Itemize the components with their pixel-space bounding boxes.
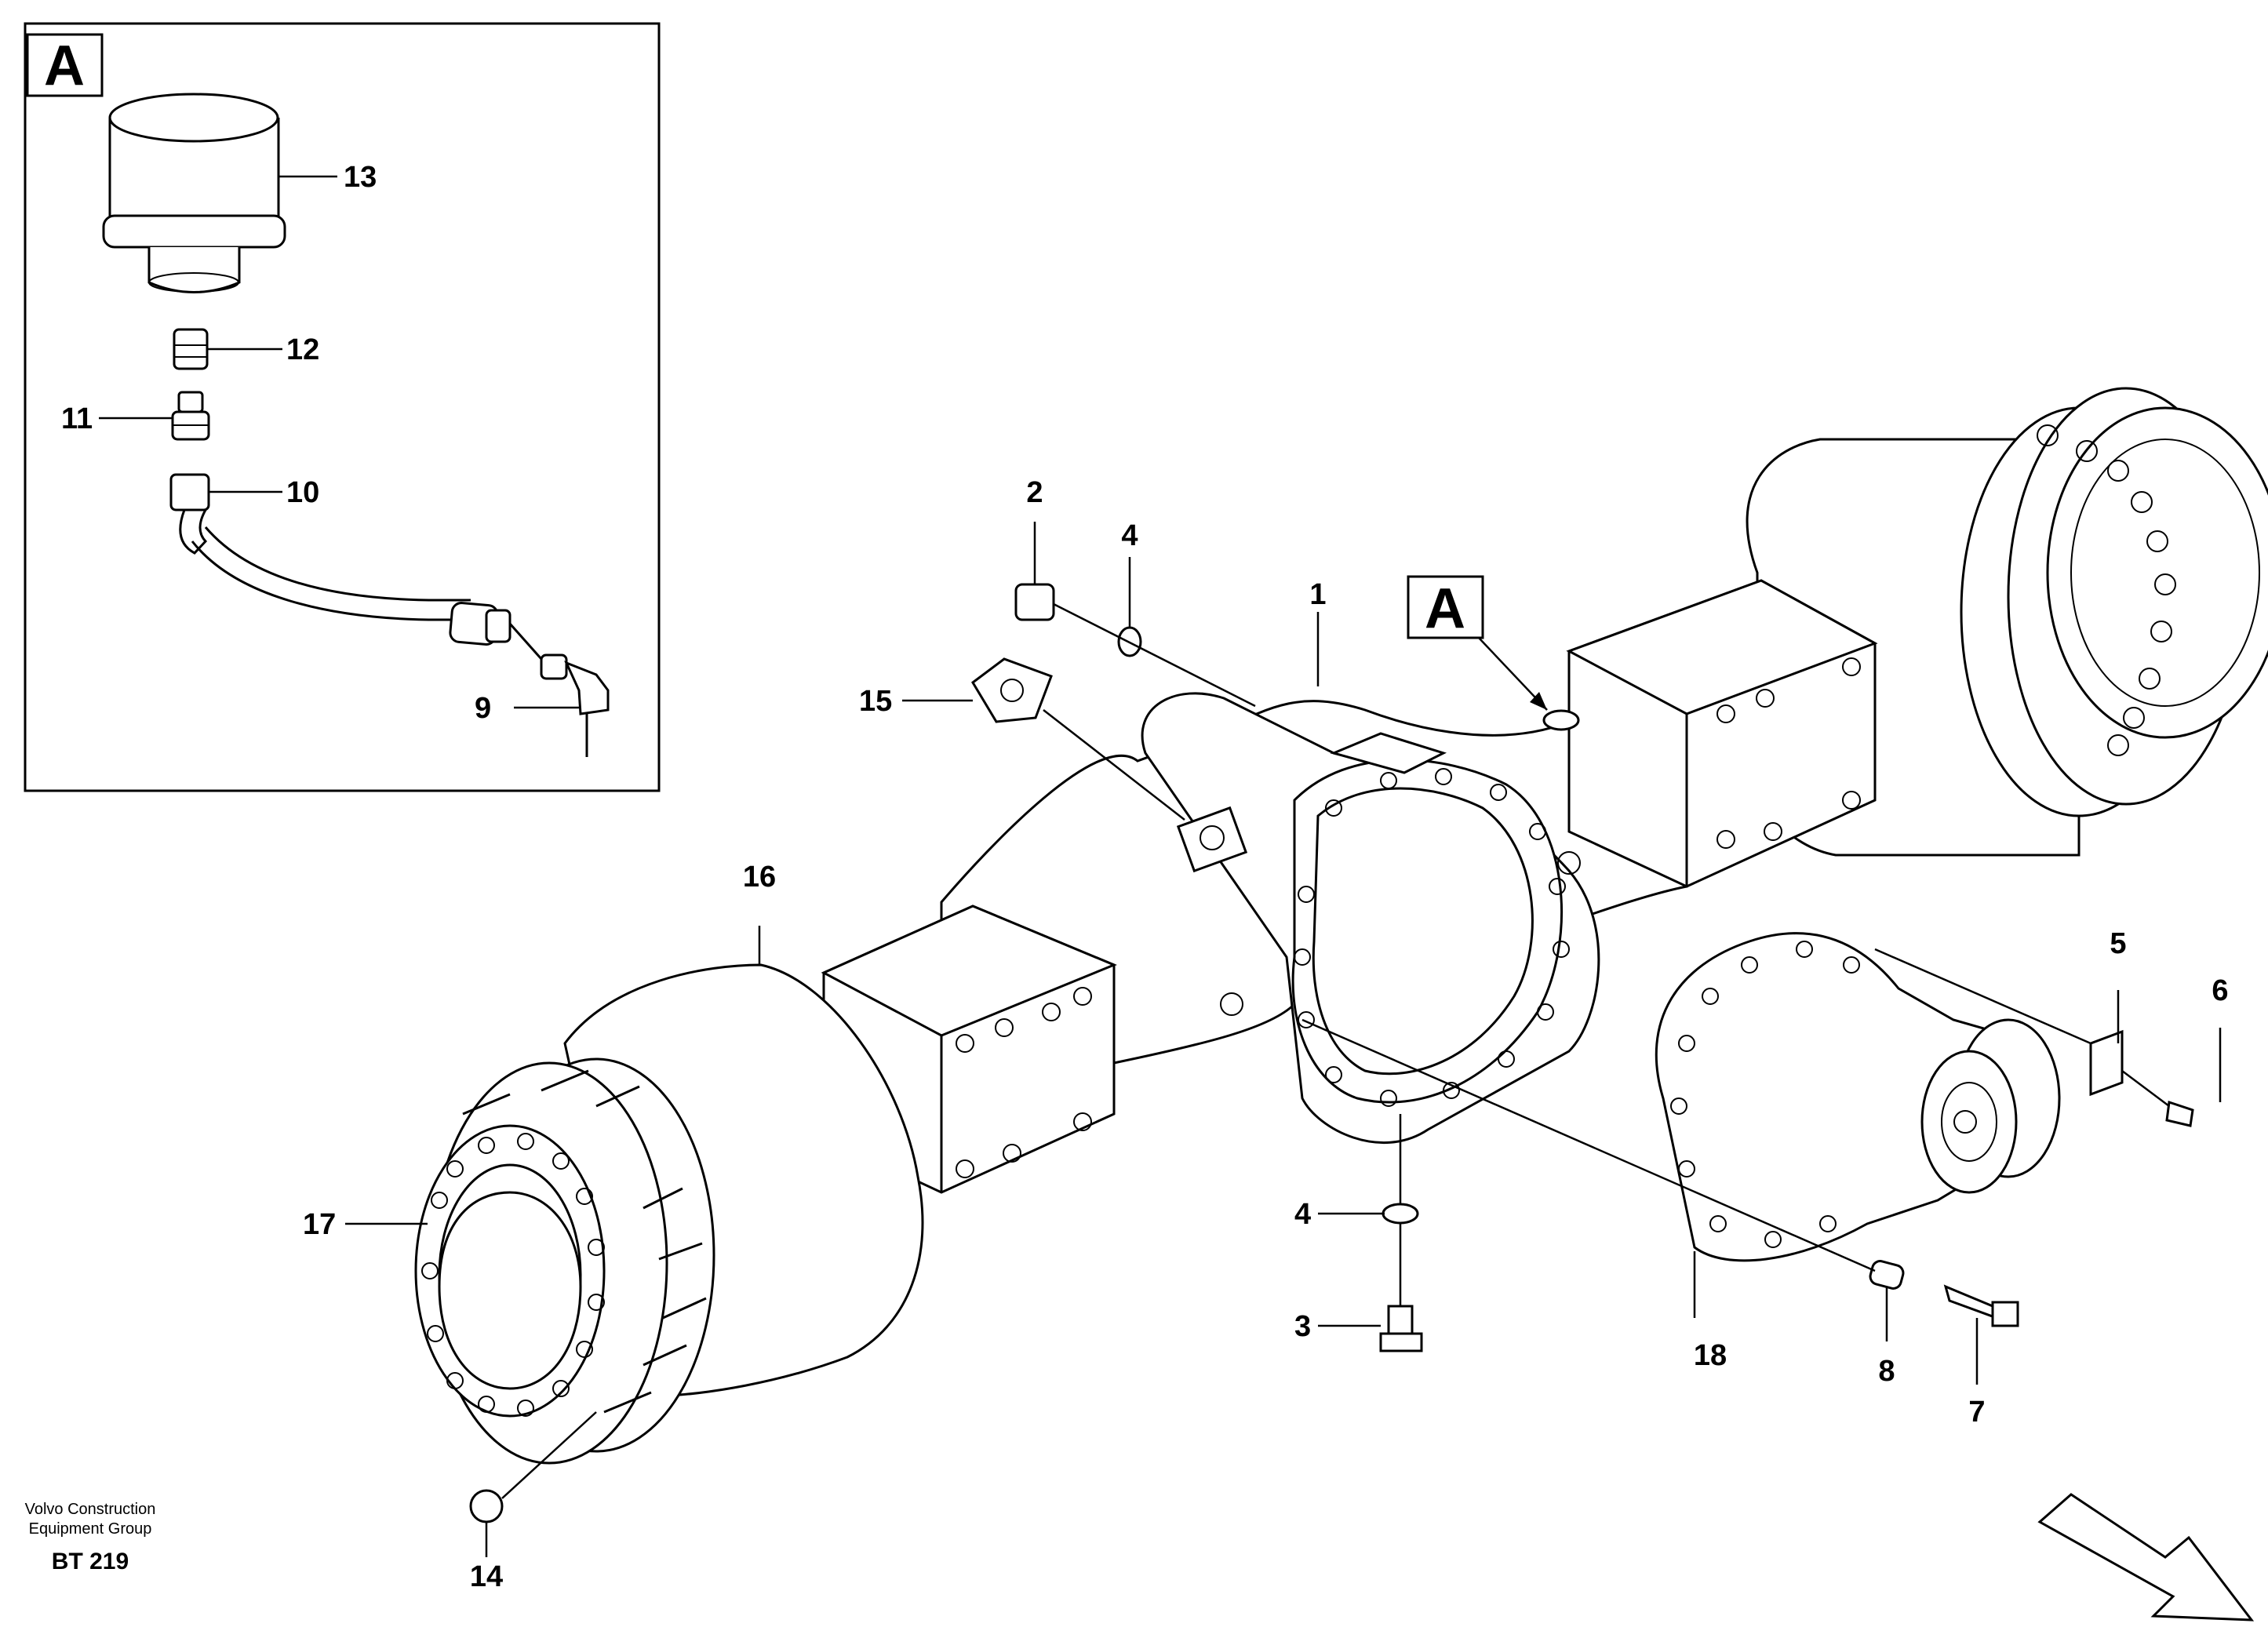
callout-5: 5 (2110, 927, 2126, 960)
final-drive-carrier (1655, 932, 2061, 1262)
drawing-code: BT 219 (52, 1549, 129, 1574)
callout-15: 15 (859, 685, 892, 718)
callout-9: 9 (475, 692, 491, 725)
inset-detail-a: A (24, 22, 661, 792)
right-spring-pad (1566, 579, 1878, 888)
callout-11: 11 (61, 402, 93, 435)
callout-12: 12 (286, 333, 319, 366)
callout-7: 7 (1968, 1396, 1985, 1429)
hose-assembly (169, 473, 610, 757)
callout-6: 6 (2212, 974, 2228, 1007)
differential-housing (1141, 692, 1600, 1144)
direction-arrow (2037, 1493, 2255, 1622)
callout-3: 3 (1294, 1310, 1311, 1343)
union-part (171, 391, 210, 441)
callout-4-bottom: 4 (1294, 1198, 1311, 1231)
nipple-part (173, 328, 209, 370)
credit-block: Volvo Construction Equipment Group BT 21… (25, 1501, 156, 1574)
callout-4-top: 4 (1121, 519, 1138, 552)
callout-1: 1 (1309, 578, 1326, 611)
callout-18: 18 (1694, 1339, 1727, 1372)
breather-cap (102, 93, 286, 293)
inset-letter: A (44, 35, 85, 97)
callout-16: 16 (743, 861, 776, 894)
credit-line-1: Volvo Construction (25, 1501, 156, 1518)
left-hub-drum (414, 963, 924, 1465)
callout-2: 2 (1026, 476, 1043, 509)
detail-marker-a: A (1407, 575, 1548, 711)
callout-17: 17 (303, 1208, 336, 1241)
callout-8: 8 (1878, 1355, 1895, 1388)
callout-10: 10 (286, 476, 319, 509)
callout-14: 14 (470, 1560, 503, 1593)
detail-marker-letter: A (1425, 577, 1465, 640)
axle-housing (414, 387, 2268, 1465)
credit-line-2: Equipment Group (29, 1520, 152, 1538)
callout-13: 13 (344, 161, 377, 194)
loose-parts (345, 522, 2222, 1557)
